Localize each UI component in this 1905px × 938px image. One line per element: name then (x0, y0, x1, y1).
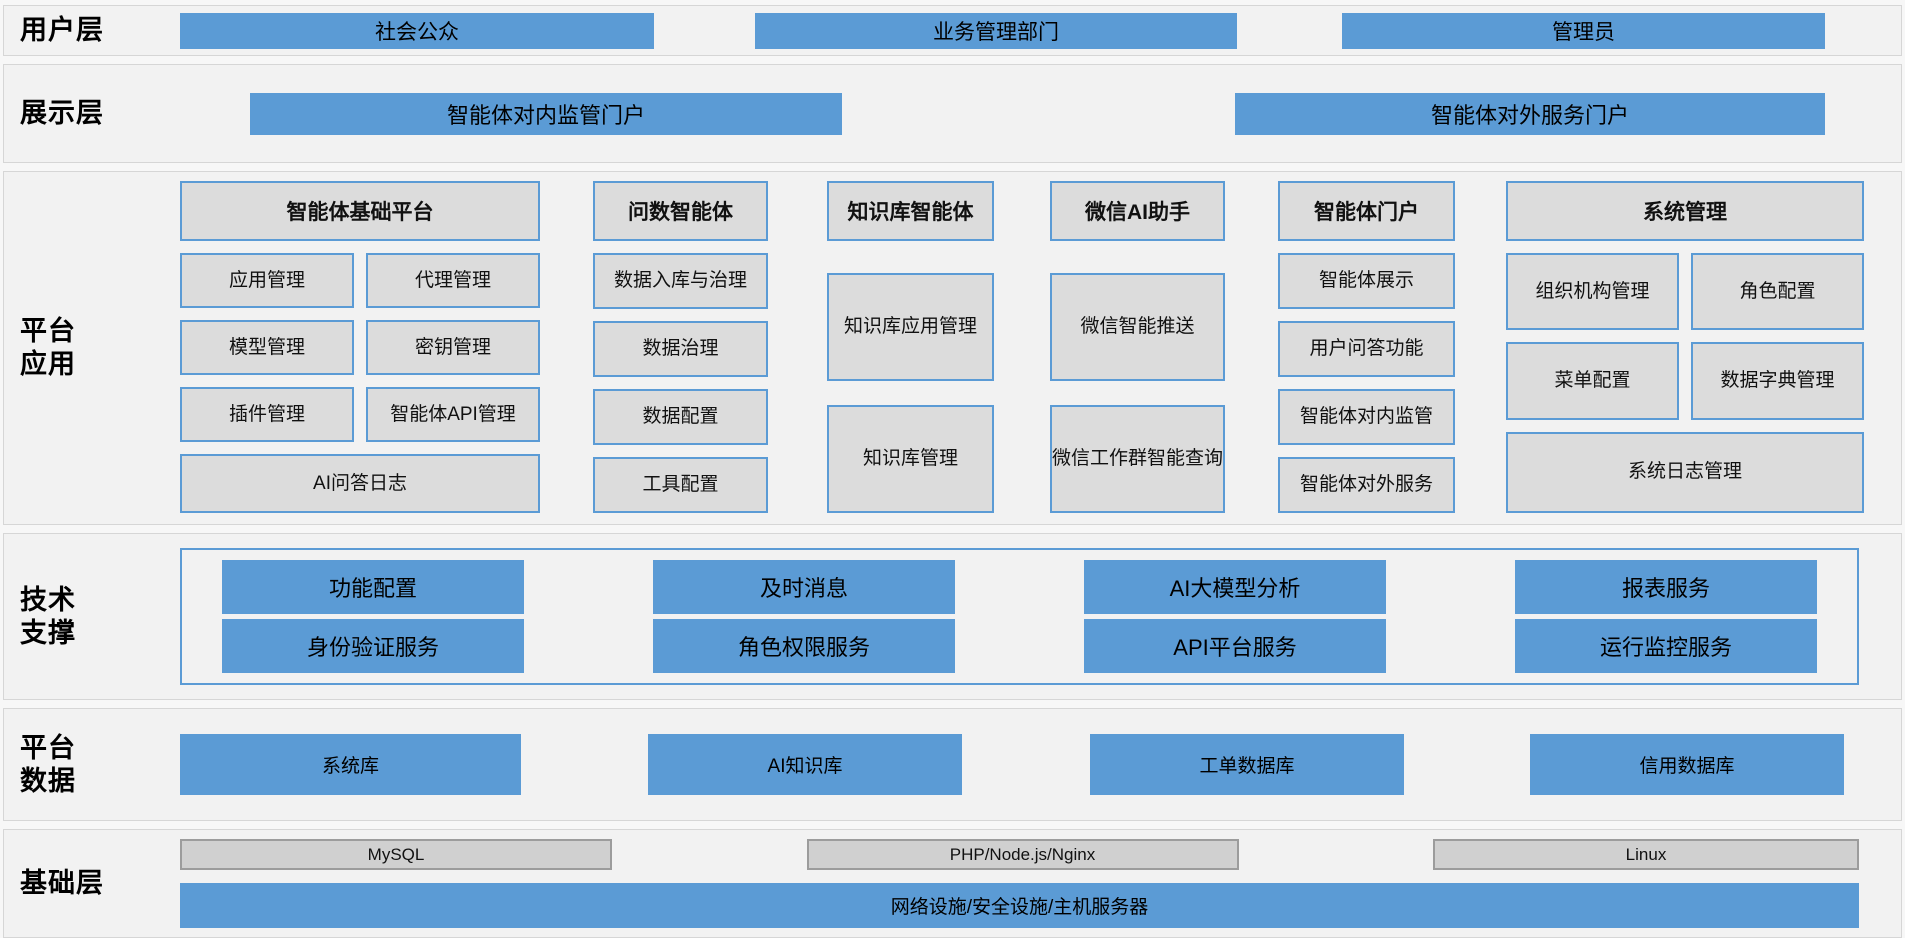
box-external-service-portal: 智能体对外服务门户 (1235, 92, 1825, 135)
layer-label-text: 基础层 (20, 868, 104, 899)
group-body: 数据入库与治理 数据治理 数据配置 工具配置 (593, 253, 768, 513)
layer-label-display: 展示层 (4, 65, 152, 162)
group-body: 组织机构管理 角色配置 菜单配置 数据字典管理 系统日志管理 (1506, 253, 1864, 513)
group-title: 知识库智能体 (827, 181, 994, 241)
layer-label-line1: 平台 (20, 316, 76, 347)
platform-cell: 应用管理 (180, 253, 354, 308)
database-box-credit: 信用数据库 (1530, 734, 1844, 795)
group-body: 应用管理 代理管理 模型管理 密钥管理 插件管理 智能体API管理 AI问答日志 (180, 253, 540, 513)
tech-support-frame: 功能配置 及时消息 AI大模型分析 报表服务 身份验证服务 角色权限服务 API… (180, 548, 1859, 685)
layer-tech-support-content: 功能配置 及时消息 AI大模型分析 报表服务 身份验证服务 角色权限服务 API… (152, 534, 1901, 699)
group-knowledge-base-agent: 知识库智能体 知识库应用管理 知识库管理 (827, 181, 994, 513)
layer-band-tech-support: 技术 支撑 功能配置 及时消息 AI大模型分析 报表服务 身份验证服务 角色权限… (3, 533, 1902, 700)
layer-platform-data-content: 系统库 AI知识库 工单数据库 信用数据库 (152, 709, 1901, 820)
layer-label-platform-app: 平台 应用 (4, 172, 152, 524)
platform-cell: 角色配置 (1691, 253, 1864, 331)
layer-band-user: 用户层 社会公众 业务管理部门 管理员 (3, 5, 1902, 56)
layer-band-platform-app: 平台 应用 智能体基础平台 应用管理 代理管理 模型管理 密钥管理 插件管 (3, 171, 1902, 525)
platform-cell: 数据配置 (593, 389, 768, 445)
platform-cell: 微信智能推送 (1050, 273, 1225, 381)
platform-cell: 工具配置 (593, 457, 768, 513)
platform-cell: 代理管理 (366, 253, 540, 308)
platform-cell: 插件管理 (180, 387, 354, 442)
platform-cell: 密钥管理 (366, 320, 540, 375)
group-title: 系统管理 (1506, 181, 1864, 241)
tech-service-box: 报表服务 (1515, 559, 1817, 614)
platform-cell: 智能体对外服务 (1278, 457, 1455, 513)
group-title: 微信AI助手 (1050, 181, 1225, 241)
database-box-system: 系统库 (180, 734, 521, 795)
platform-cell: 智能体对内监管 (1278, 389, 1455, 445)
group-title: 问数智能体 (593, 181, 768, 241)
layer-label-tech-support: 技术 支撑 (4, 534, 152, 699)
database-box-work-order: 工单数据库 (1090, 734, 1404, 795)
infra-bar: 网络设施/安全设施/主机服务器 (180, 883, 1859, 928)
group-wechat-ai-assistant: 微信AI助手 微信智能推送 微信工作群智能查询 (1050, 181, 1225, 513)
layer-display-content: 智能体对内监管门户 智能体对外服务门户 (152, 65, 1901, 162)
platform-cell: 模型管理 (180, 320, 354, 375)
group-agent-portal: 智能体门户 智能体展示 用户问答功能 智能体对内监管 智能体对外服务 (1278, 181, 1455, 513)
platform-cell: 智能体展示 (1278, 253, 1455, 309)
platform-cell: 菜单配置 (1506, 342, 1679, 420)
layer-label-line2: 支撑 (20, 617, 76, 648)
group-agent-base-platform: 智能体基础平台 应用管理 代理管理 模型管理 密钥管理 插件管理 智能体API管… (180, 181, 540, 513)
layer-band-platform-data: 平台 数据 系统库 AI知识库 工单数据库 信用数据库 (3, 708, 1902, 821)
layer-label-line1: 技术 (20, 584, 76, 615)
cell-row: 插件管理 智能体API管理 (180, 387, 540, 442)
layer-label-base: 基础层 (4, 830, 152, 937)
tech-stack-box-linux: Linux (1433, 839, 1859, 870)
tech-service-box: 功能配置 (222, 559, 524, 614)
database-box-ai-knowledge: AI知识库 (648, 734, 962, 795)
platform-cell: 数据入库与治理 (593, 253, 768, 309)
tech-row: 身份验证服务 角色权限服务 API平台服务 运行监控服务 (222, 619, 1817, 674)
platform-cell: 用户问答功能 (1278, 321, 1455, 377)
tech-service-box: AI大模型分析 (1084, 559, 1386, 614)
tech-stack-box-php-node-nginx: PHP/Node.js/Nginx (806, 839, 1239, 870)
box-business-management-dept: 业务管理部门 (755, 12, 1237, 49)
layer-label-line2: 数据 (20, 765, 76, 796)
group-title: 智能体门户 (1278, 181, 1455, 241)
platform-cell: AI问答日志 (180, 454, 540, 513)
box-internal-supervision-portal: 智能体对内监管门户 (250, 92, 842, 135)
cell-row: 组织机构管理 角色配置 (1506, 253, 1864, 331)
group-title: 智能体基础平台 (180, 181, 540, 241)
group-body: 微信智能推送 微信工作群智能查询 (1050, 253, 1225, 513)
platform-cell: 智能体API管理 (366, 387, 540, 442)
platform-cell: 数据治理 (593, 321, 768, 377)
tech-row: 功能配置 及时消息 AI大模型分析 报表服务 (222, 559, 1817, 614)
layer-label-user: 用户层 (4, 6, 152, 55)
layer-user-content: 社会公众 业务管理部门 管理员 (152, 6, 1901, 55)
group-data-query-agent: 问数智能体 数据入库与治理 数据治理 数据配置 工具配置 (593, 181, 768, 513)
layer-platform-app-content: 智能体基础平台 应用管理 代理管理 模型管理 密钥管理 插件管理 智能体API管… (152, 172, 1905, 524)
tech-service-box: 及时消息 (653, 559, 955, 614)
layer-label-line1: 平台 (20, 732, 76, 763)
tech-service-box: 运行监控服务 (1515, 619, 1817, 674)
tech-service-box: API平台服务 (1084, 619, 1386, 674)
box-public-users: 社会公众 (180, 12, 654, 49)
platform-cell: 数据字典管理 (1691, 342, 1864, 420)
platform-cell: 知识库应用管理 (827, 273, 994, 381)
tech-service-box: 角色权限服务 (653, 619, 955, 674)
layer-base-content: MySQL PHP/Node.js/Nginx Linux 网络设施/安全设施/… (152, 830, 1901, 937)
layer-band-base: 基础层 MySQL PHP/Node.js/Nginx Linux 网络设施/安… (3, 829, 1902, 938)
group-system-management: 系统管理 组织机构管理 角色配置 菜单配置 数据字典管理 系统日志管理 (1506, 181, 1864, 513)
layer-label-text: 用户层 (20, 15, 104, 46)
cell-row: 应用管理 代理管理 (180, 253, 540, 308)
layer-label-platform-data: 平台 数据 (4, 709, 152, 820)
cell-row: 模型管理 密钥管理 (180, 320, 540, 375)
cell-row: 菜单配置 数据字典管理 (1506, 342, 1864, 420)
platform-cell: 知识库管理 (827, 405, 994, 513)
box-admin: 管理员 (1342, 12, 1825, 49)
group-body: 知识库应用管理 知识库管理 (827, 253, 994, 513)
platform-cell: 系统日志管理 (1506, 431, 1864, 513)
tech-stack-box-mysql: MySQL (180, 839, 612, 870)
tech-stack-row: MySQL PHP/Node.js/Nginx Linux (180, 839, 1859, 870)
layer-label-line2: 应用 (20, 349, 76, 379)
tech-service-box: 身份验证服务 (222, 619, 524, 674)
platform-cell: 组织机构管理 (1506, 253, 1679, 331)
layer-band-display: 展示层 智能体对内监管门户 智能体对外服务门户 (3, 64, 1902, 163)
layer-label-text: 展示层 (20, 98, 104, 129)
platform-cell: 微信工作群智能查询 (1050, 405, 1225, 513)
group-body: 智能体展示 用户问答功能 智能体对内监管 智能体对外服务 (1278, 253, 1455, 513)
